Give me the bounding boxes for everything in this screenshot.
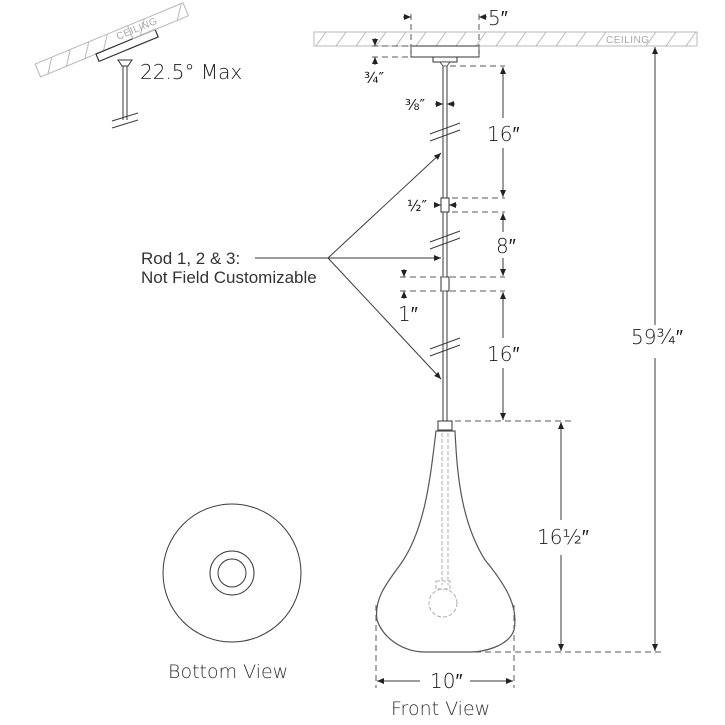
rod1-length-dim: 16″ (487, 122, 520, 146)
glass-shade: 16½″ 59¾″ 10″ Front View (375, 47, 683, 720)
rod-callout: Rod 1, 2 & 3: Not Field Customizable (141, 152, 442, 380)
shade-width-dim: 10″ (430, 669, 463, 693)
ceiling-label: CEILING (606, 35, 650, 46)
rod3-length-dim: 16″ (487, 342, 520, 366)
bottom-view: Bottom View (162, 503, 302, 683)
shade-height-dim: 16½″ (537, 525, 589, 549)
bottom-view-title: Bottom View (168, 661, 288, 683)
overall-height-dim: 59¾″ (631, 325, 683, 349)
coupling1-length-dim: ½″ (407, 197, 428, 215)
coupling2-length-dim: 1″ (398, 302, 418, 326)
ceiling: CEILING (313, 31, 698, 47)
callout-line1: Rod 1, 2 & 3: (141, 249, 240, 268)
rod-diameter-dim: ⅜″ (405, 96, 426, 114)
front-view-title: Front View (391, 698, 490, 720)
rod-assembly: ⅜″ 16″ ½″ 8″ 1″ 16″ (398, 65, 520, 421)
tilt-angle-label: 22.5° Max (140, 60, 242, 84)
canopy-height-dim: ¾″ (364, 69, 385, 87)
canopy-width-dim: 5″ (488, 6, 508, 30)
callout-line2: Not Field Customizable (141, 268, 317, 287)
canopy: 5″ ¾″ (364, 6, 508, 87)
tilt-detail: CEILING 22.5° Max (34, 2, 242, 129)
rod2-length-dim: 8″ (496, 234, 516, 258)
